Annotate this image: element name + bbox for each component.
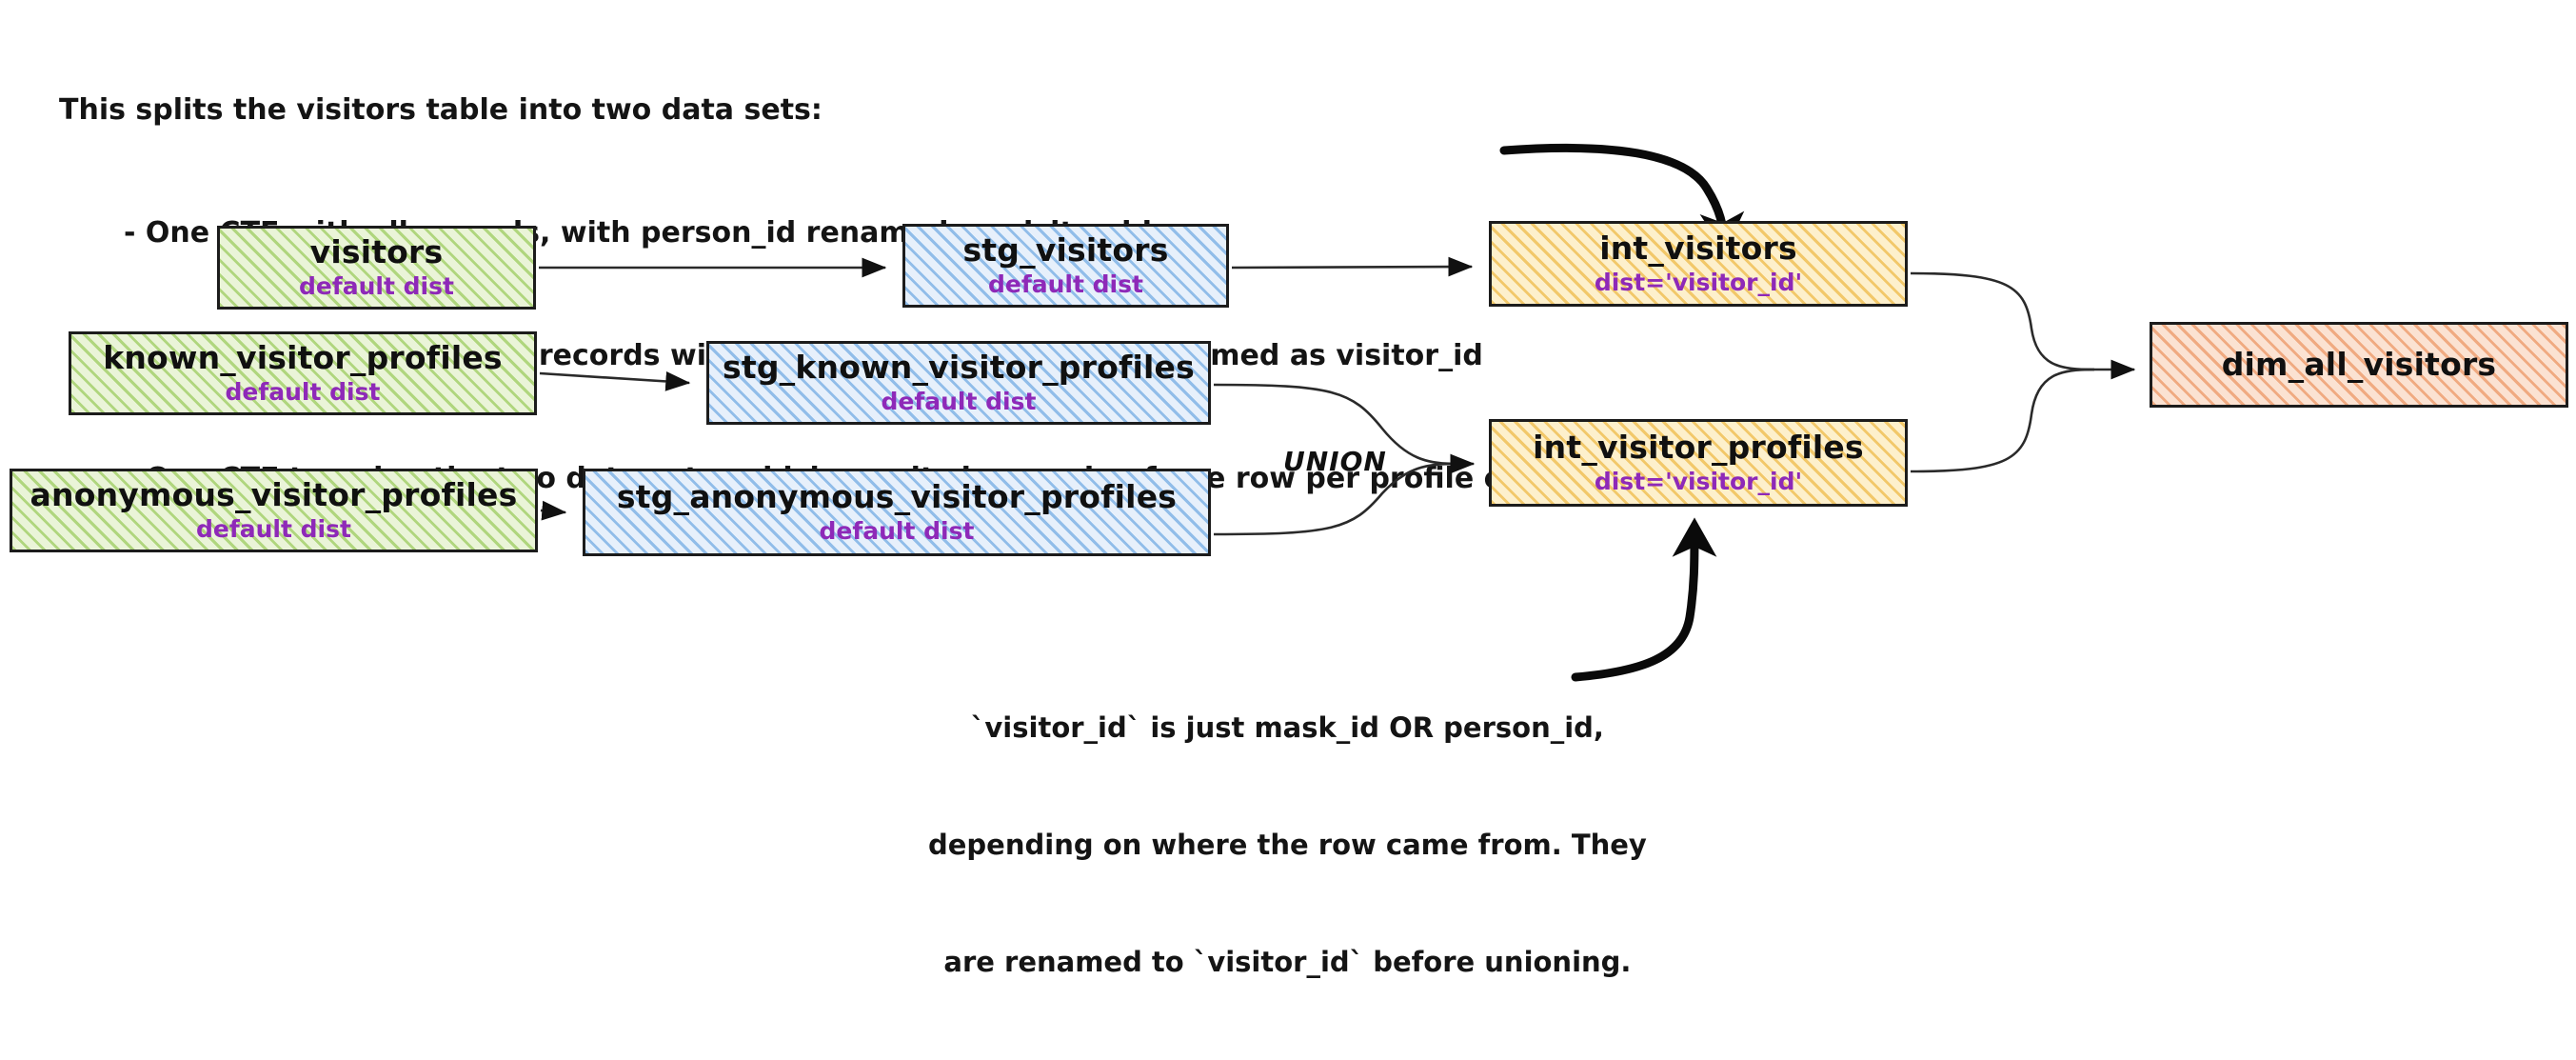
node-stg-anonymous-visitor-profiles[interactable]: stg_anonymous_visitor_profiles default d… bbox=[583, 469, 1211, 556]
node-known-visitor-profiles-dist: default dist bbox=[225, 377, 381, 406]
edge-int-visitors-to-dim bbox=[1910, 271, 2095, 371]
node-stg-visitors-dist: default dist bbox=[988, 270, 1143, 298]
node-int-visitor-profiles-dist: dist='visitor_id' bbox=[1594, 467, 1803, 495]
node-int-visitors-dist: dist='visitor_id' bbox=[1594, 268, 1803, 296]
edge-int-profiles-to-dim bbox=[1910, 368, 2095, 473]
note-top-line-1: This splits the visitors table into two … bbox=[59, 93, 822, 127]
node-dim-all-visitors-title: dim_all_visitors bbox=[2221, 345, 2497, 383]
node-visitors[interactable]: visitors default dist bbox=[217, 226, 536, 310]
node-int-visitors[interactable]: int_visitors dist='visitor_id' bbox=[1489, 221, 1908, 307]
node-dim-all-visitors[interactable]: dim_all_visitors bbox=[2150, 322, 2568, 408]
node-int-visitor-profiles-title: int_visitor_profiles bbox=[1533, 428, 1864, 466]
node-int-visitors-title: int_visitors bbox=[1599, 229, 1797, 267]
node-stg-known-visitor-profiles-dist: default dist bbox=[881, 387, 1037, 415]
note-bottom-line-2: depending on where the row came from. Th… bbox=[928, 829, 1647, 861]
node-stg-known-visitor-profiles-title: stg_known_visitor_profiles bbox=[723, 348, 1195, 386]
node-stg-anonymous-visitor-profiles-dist: default dist bbox=[819, 516, 975, 545]
node-anonymous-visitor-profiles[interactable]: anonymous_visitor_profiles default dist bbox=[10, 469, 538, 552]
node-stg-visitors[interactable]: stg_visitors default dist bbox=[902, 224, 1229, 308]
node-stg-anonymous-visitor-profiles-title: stg_anonymous_visitor_profiles bbox=[616, 477, 1178, 515]
node-stg-visitors-title: stg_visitors bbox=[962, 230, 1169, 269]
node-visitors-dist: default dist bbox=[299, 271, 454, 300]
diagram-canvas: This splits the visitors table into two … bbox=[10, 93, 2568, 978]
node-anonymous-visitor-profiles-title: anonymous_visitor_profiles bbox=[30, 475, 518, 513]
note-bottom-line-3: are renamed to `visitor_id` before union… bbox=[943, 946, 1632, 978]
node-anonymous-visitor-profiles-dist: default dist bbox=[196, 514, 351, 543]
node-known-visitor-profiles-title: known_visitor_profiles bbox=[103, 338, 503, 376]
note-bottom-line-1: `visitor_id` is just mask_id OR person_i… bbox=[970, 711, 1604, 744]
node-known-visitor-profiles[interactable]: known_visitor_profiles default dist bbox=[69, 331, 537, 415]
union-label: UNION bbox=[1283, 446, 1387, 477]
node-visitors-title: visitors bbox=[309, 232, 444, 270]
explanatory-note-bottom: `visitor_id` is just mask_id OR person_i… bbox=[928, 630, 1647, 1060]
node-stg-known-visitor-profiles[interactable]: stg_known_visitor_profiles default dist bbox=[706, 341, 1211, 425]
node-int-visitor-profiles[interactable]: int_visitor_profiles dist='visitor_id' bbox=[1489, 419, 1908, 507]
